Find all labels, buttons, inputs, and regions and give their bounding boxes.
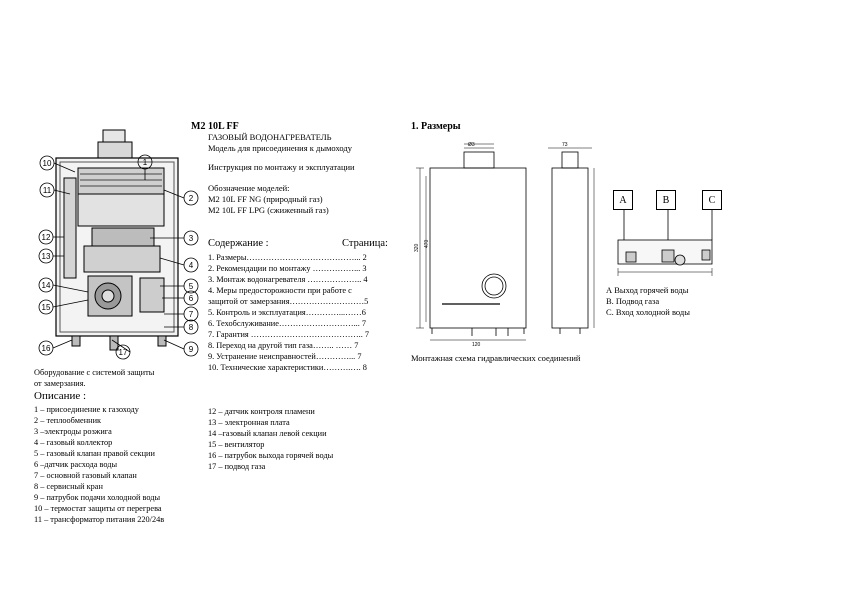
model-lpg: M2 10L FF LPG (сжиженный газ) [208, 205, 329, 215]
toc-item: 7. Гарантия ………………………………….. 7 [208, 330, 370, 339]
desc-item: 7 – основной газовый клапан [34, 471, 137, 480]
legend-hot-water: А Выход горячей воды [606, 285, 689, 295]
desc-item: 15 – вентилятор [208, 440, 265, 449]
desc-item: 14 –газовый клапан левой секции [208, 429, 327, 438]
designation-title: Обозначение моделей: [208, 183, 290, 193]
connection-label-c: C [702, 190, 722, 210]
desc-item: 12 – датчик контроля пламени [208, 407, 315, 416]
connection-label-b: B [656, 190, 676, 210]
section-title: 1. Размеры [411, 121, 461, 132]
caption-line-2: от замерзания. [34, 379, 86, 388]
toc-page-heading: Страница: [342, 238, 388, 249]
desc-item: 3 –электроды розжига [34, 427, 112, 436]
svg-text:120: 120 [472, 342, 481, 348]
toc-item: 10. Технические характеристики……….…. 8 [208, 363, 367, 372]
toc-item: 8. Переход на другой тип газа…….. …… 7 [208, 341, 359, 350]
svg-text:470: 470 [424, 239, 430, 248]
svg-text:Ø3: Ø3 [468, 142, 475, 148]
heater-internal-diagram [34, 128, 204, 360]
model-ng: M2 10L FF NG (природный газ) [208, 194, 323, 204]
toc-item: 9. Устранение неисправностей…………... 7 [208, 352, 362, 361]
desc-item: 17 – подвод газа [208, 462, 266, 471]
legend-cold-water: С. Вход холодной воды [606, 307, 690, 317]
product-type: ГАЗОВЫЙ ВОДОНАГРЕВАТЕЛЬ [208, 132, 332, 142]
toc-item: 1. Размеры…………………………………... 2 [208, 253, 367, 262]
desc-item: 4 – газовый коллектор [34, 438, 113, 447]
toc-item: 6. Техобслуживание………………………... 7 [208, 319, 367, 328]
caption-line-1: Оборудование с системой защиты [34, 368, 155, 377]
toc-item: 5. Контроль и эксплуатация…………...……6 [208, 308, 366, 317]
legend-gas: В. Подвод газа [606, 296, 660, 306]
product-subtitle: Модель для присоединения к дымоходу [208, 143, 352, 153]
toc-item: 4. Меры предосторожности при работе с [208, 286, 352, 295]
connection-bottom-view [604, 210, 716, 286]
toc-item: 3. Монтаж водонагревателя ……………….. 4 [208, 275, 368, 284]
desc-item: 10 – термостат защиты от перегрева [34, 504, 162, 513]
hydraulic-caption: Монтажная схема гидравлических соединени… [411, 353, 581, 363]
desc-item: 9 – патрубок подачи холодной воды [34, 493, 161, 502]
svg-text:320: 320 [414, 243, 420, 252]
dimension-drawing: 320 470 Ø3 120 73 [412, 136, 602, 348]
description-heading: Описание : [34, 390, 87, 402]
desc-item: 11 – трансформатор питания 220/24в [34, 515, 165, 524]
desc-item: 6 –датчик расхода воды [34, 460, 118, 469]
desc-item: 13 – электронная плата [208, 418, 290, 427]
desc-item: 2 – теплообменник [34, 416, 102, 425]
desc-item: 8 – сервисный кран [34, 482, 103, 491]
svg-text:73: 73 [562, 142, 568, 148]
toc-heading: Содержание : [208, 238, 269, 249]
desc-item: 16 – патрубок выхода горячей воды [208, 451, 334, 460]
desc-item: 1 – присоединение к газоходу [34, 405, 139, 414]
toc-item: защитой от замерзания………………………5 [208, 297, 369, 306]
toc-item: 2. Рекомендации по монтажу ……………... 3 [208, 264, 367, 273]
desc-item: 5 – газовый клапан правой секции [34, 449, 155, 458]
connection-label-a: A [613, 190, 633, 210]
manual-title: Инструкция по монтажу и эксплуатации [208, 162, 355, 172]
model-title: M2 10L FF [191, 121, 239, 132]
